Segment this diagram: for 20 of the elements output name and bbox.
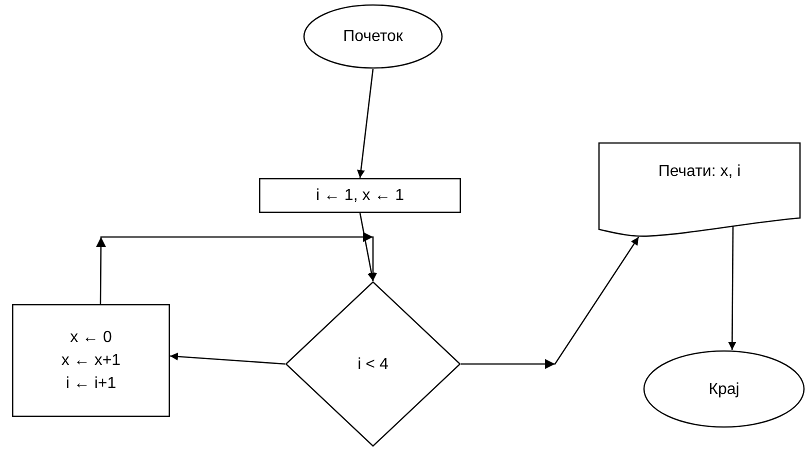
process-box xyxy=(12,304,170,417)
arrow xyxy=(170,352,286,365)
arrow xyxy=(461,236,640,369)
process-box xyxy=(259,178,461,213)
arrow xyxy=(96,232,377,304)
output-document xyxy=(598,142,801,237)
start-terminal xyxy=(303,4,443,69)
decision-diamond xyxy=(285,281,461,447)
node-text: Печати: x, i xyxy=(658,162,741,182)
arrow xyxy=(359,212,376,282)
end-terminal xyxy=(643,350,805,428)
node-text: Крај xyxy=(708,380,740,400)
node-text: i ← i+1 xyxy=(66,374,116,394)
arrow xyxy=(356,68,374,178)
node-text: x ← x+1 xyxy=(61,351,121,371)
arrow xyxy=(728,226,736,350)
node-text: x ← 0 xyxy=(70,328,112,348)
node-text: i ← 1, x ← 1 xyxy=(316,186,404,206)
node-text: i < 4 xyxy=(358,354,388,374)
node-text: Почеток xyxy=(343,27,403,47)
